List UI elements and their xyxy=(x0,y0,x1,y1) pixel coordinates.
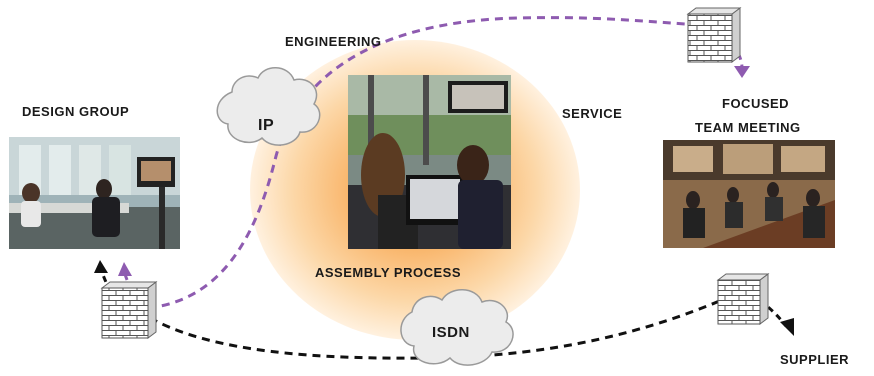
isdn-arrowhead-design xyxy=(94,260,108,273)
ip-cloud-label: IP xyxy=(258,117,275,134)
isdn-cloud xyxy=(400,289,514,366)
ip-arrowhead-design xyxy=(118,262,132,276)
ip-cloud xyxy=(216,67,321,146)
assembly-process-label: ASSEMBLY PROCESS xyxy=(315,265,461,280)
ip-arrowhead-meeting xyxy=(734,66,750,78)
team-meeting-photo xyxy=(663,140,835,248)
focused-label: FOCUSED xyxy=(722,96,790,111)
ip-link-line xyxy=(147,16,715,310)
engineering-label: ENGINEERING xyxy=(285,34,382,49)
design-group-photo xyxy=(9,137,180,249)
engineering-photo xyxy=(348,75,511,249)
firewall-meeting-icon xyxy=(686,7,742,63)
design-group-label: DESIGN GROUP xyxy=(22,104,130,119)
service-label: SERVICE xyxy=(562,106,623,121)
isdn-cloud-label: ISDN xyxy=(432,324,470,341)
isdn-arrowhead-supplier xyxy=(780,318,794,336)
firewall-supplier-icon xyxy=(716,273,770,325)
firewall-design-icon xyxy=(100,281,158,339)
team-meeting-label: TEAM MEETING xyxy=(695,120,801,135)
supplier-label: SUPPLIER xyxy=(780,352,850,367)
